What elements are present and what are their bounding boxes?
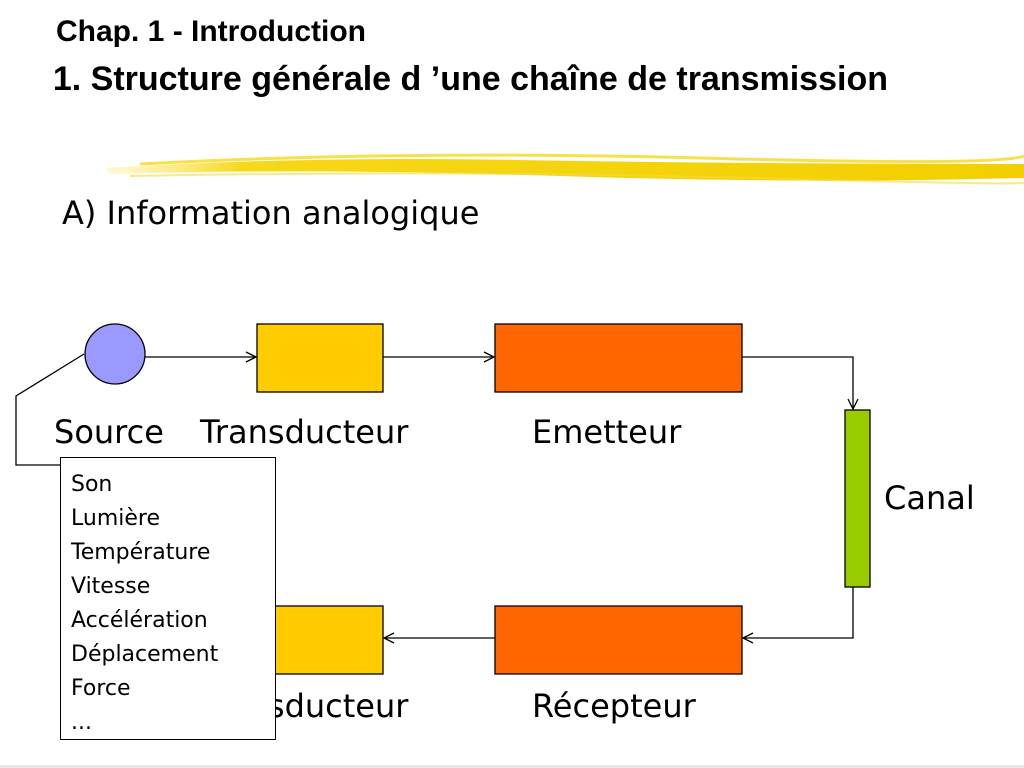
recepteur-node [494, 605, 743, 675]
label-emetteur: Emetteur [532, 413, 682, 451]
highlighter-stroke [105, 153, 1024, 185]
label-recepteur: Récepteur [532, 687, 696, 725]
footer-divider [0, 765, 1024, 768]
list-item: Vitesse [71, 574, 151, 599]
label-transducteur-top: Transducteur [200, 413, 409, 451]
list-item: Accélération [71, 608, 208, 633]
section-title: 1. Structure générale d ’une chaîne de t… [52, 60, 888, 98]
transducteur-top-node [256, 323, 384, 393]
flow-arrows [145, 351, 859, 644]
emetteur-node [494, 323, 743, 393]
list-item: Force [71, 676, 131, 701]
source-list-connector [15, 353, 85, 466]
canal-node [844, 409, 871, 588]
label-canal: Canal [884, 479, 975, 517]
source-node [84, 323, 146, 385]
list-item: ... [71, 710, 92, 735]
list-item: Déplacement [71, 642, 219, 667]
list-item: Lumière [71, 506, 160, 531]
list-item: Son [71, 472, 113, 497]
source-examples-box: Son Lumière Température Vitesse Accéléra… [60, 457, 276, 740]
list-item: Température [71, 540, 211, 565]
transducteur-bottom-node [256, 605, 384, 675]
subtitle: A) Information analogique [62, 194, 480, 232]
chapter-title: Chap. 1 - Introduction [56, 15, 366, 48]
label-source: Source [54, 413, 164, 451]
